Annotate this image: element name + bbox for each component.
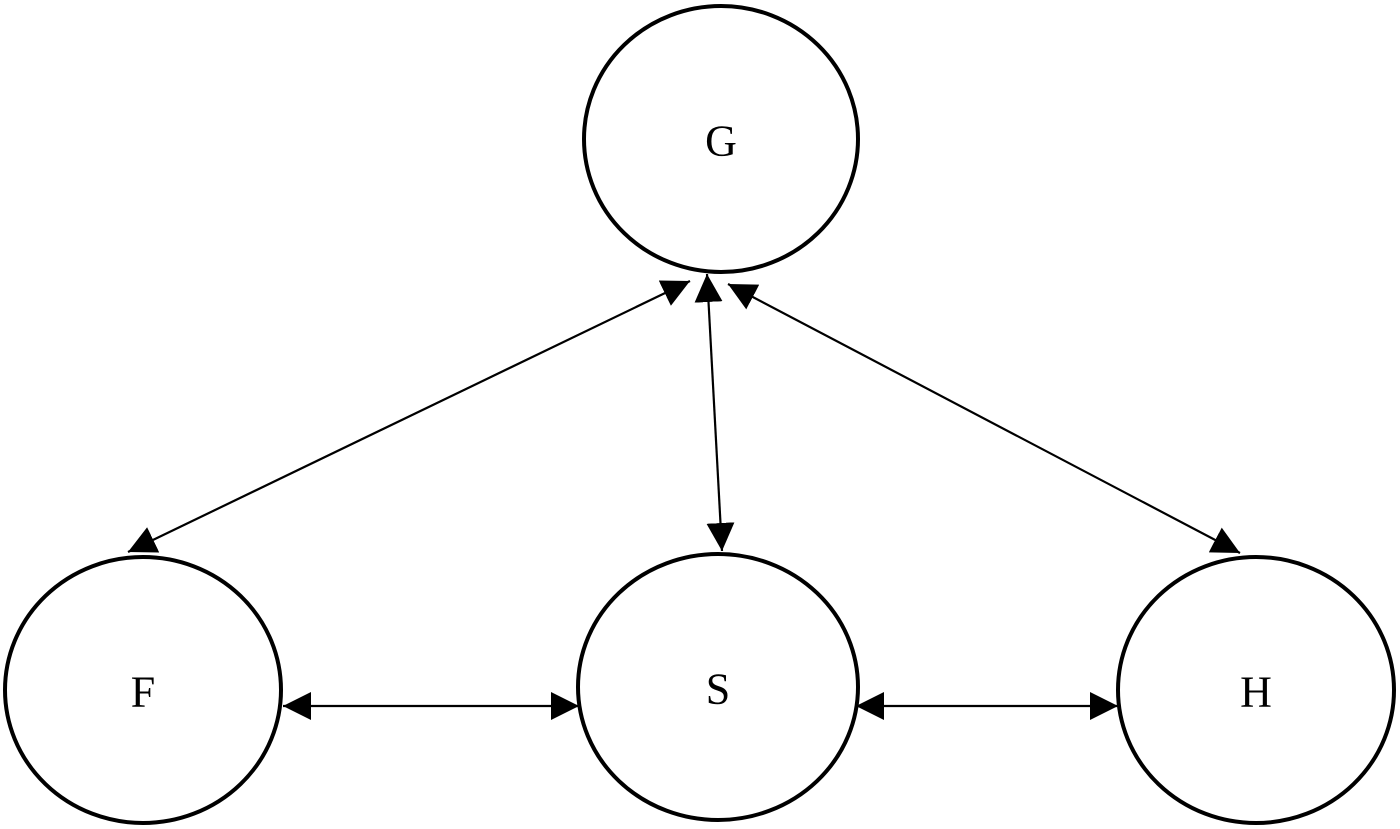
node-g-label: G — [705, 117, 737, 166]
node-s-circle — [576, 552, 860, 822]
edge-g-s — [694, 273, 735, 552]
edge-g-f — [127, 280, 691, 553]
node-h-circle — [1116, 555, 1396, 825]
node-g[interactable]: G — [582, 4, 860, 274]
node-g-circle — [582, 4, 860, 274]
edge-g-h — [727, 283, 1241, 554]
node-f-label: F — [131, 668, 155, 717]
node-f-circle — [3, 555, 283, 825]
node-f[interactable]: F — [3, 555, 283, 825]
node-s-label: S — [706, 665, 730, 714]
edges-layer — [127, 273, 1241, 720]
node-h[interactable]: H — [1116, 555, 1396, 825]
node-s[interactable]: S — [576, 552, 860, 822]
node-h-label: H — [1240, 668, 1272, 717]
